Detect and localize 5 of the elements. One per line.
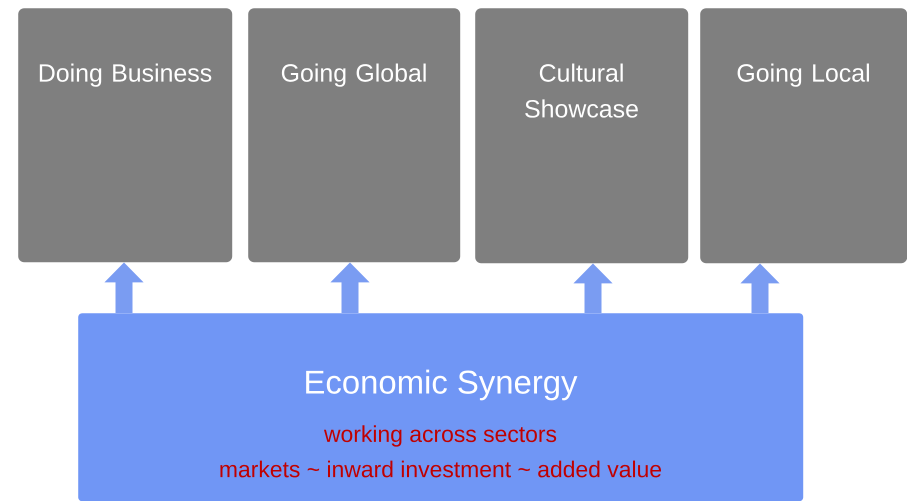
process-box: Economic Synergy working across sectors markets ~ inward investment ~ added value (78, 313, 804, 501)
process-box: Cultural Showcase (475, 8, 688, 264)
process-box: Doing Business (18, 8, 232, 262)
process-box: Going Local (700, 8, 907, 264)
process-box: Going Global (248, 8, 460, 262)
